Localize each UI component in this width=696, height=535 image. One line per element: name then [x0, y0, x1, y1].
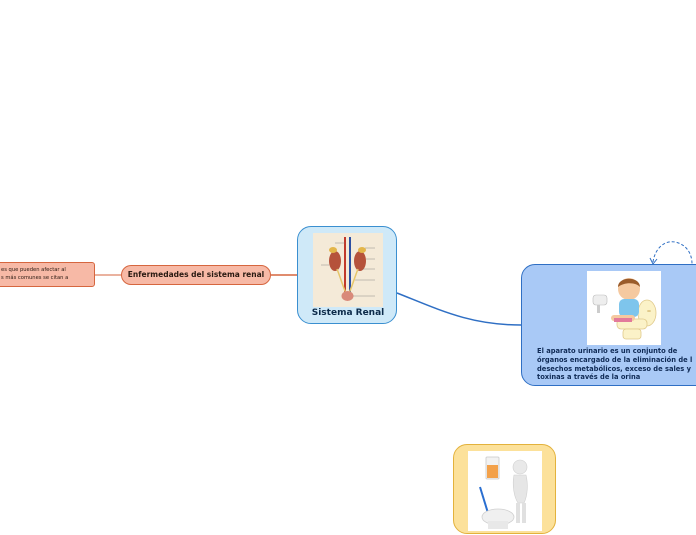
connector-layer [95, 241, 693, 326]
aparato-text-line-2: órganos encargado de la eliminación de l [537, 355, 693, 364]
connector-central-to-aparato [396, 292, 522, 326]
aparato-text-line-3: desechos metabólicos, exceso de sales y [537, 364, 691, 373]
urine-sample-illustration [468, 451, 542, 531]
central-topic-label: Sistema Renal [311, 308, 385, 318]
aparato-urinario-node[interactable]: El aparato urinario es un conjunto de ór… [521, 264, 696, 386]
enfermedades-node[interactable]: Enfermedades del sistema renal [121, 265, 271, 285]
enfermedades-detail-node[interactable]: es que pueden afectar al s más comunes s… [0, 262, 95, 287]
aparato-urinario-description: El aparato urinario es un conjunto de ór… [537, 347, 696, 382]
mind-map-canvas: es que pueden afectar al s más comunes s… [0, 226, 696, 534]
relationship-loop-arrow [652, 241, 693, 265]
central-topic-node[interactable]: Sistema Renal [297, 226, 397, 324]
enfermedades-detail-line-1: es que pueden afectar al [1, 267, 66, 273]
aparato-text-line-4: toxinas a través de la orina [537, 373, 641, 382]
child-on-toilet-illustration [587, 271, 661, 345]
urine-sample-node[interactable] [453, 444, 556, 534]
enfermedades-detail-line-2: s más comunes se citan a [1, 275, 69, 281]
enfermedades-label: Enfermedades del sistema renal [127, 270, 265, 279]
renal-system-illustration [313, 233, 383, 307]
aparato-text-line-1: El aparato urinario es un conjunto de [537, 347, 678, 355]
